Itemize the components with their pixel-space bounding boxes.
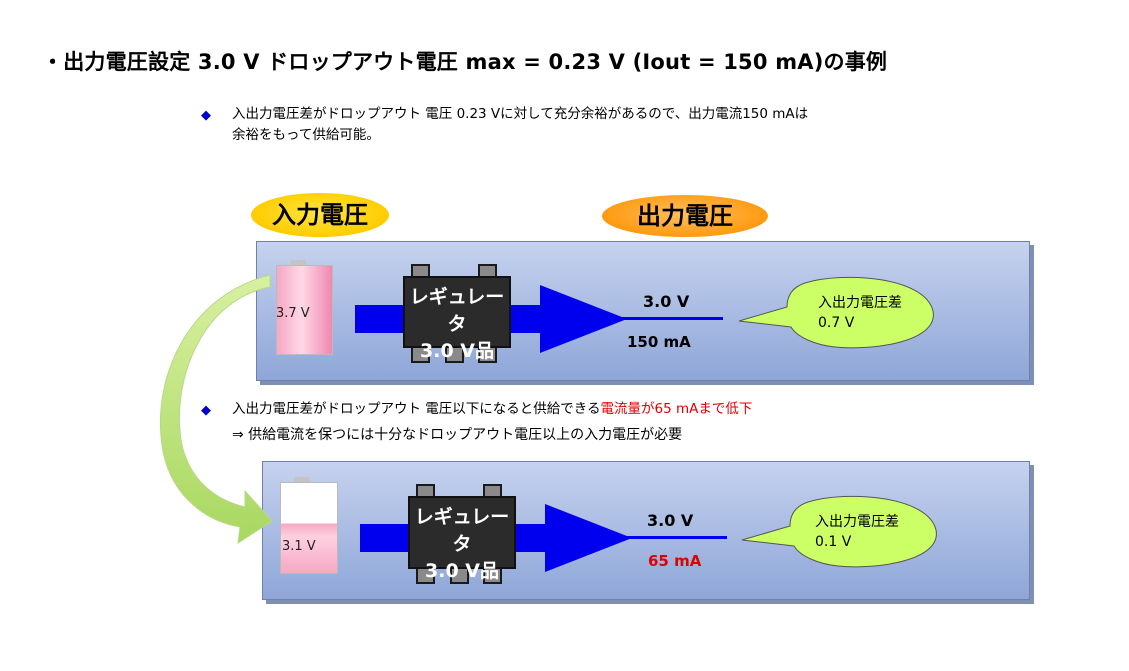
output-voltage-label: 出力電圧	[602, 195, 768, 237]
battery-terminal	[294, 477, 310, 483]
case2-output-current: 65 mA	[648, 552, 702, 570]
callout-label: 入出力電圧差	[818, 295, 902, 311]
case1-regulator-chip: レギュレータ 3.0 V品	[403, 276, 511, 362]
bullet-icon: ◆	[201, 403, 211, 418]
input-voltage-label: 入力電圧	[251, 193, 389, 237]
case1-output-line	[620, 317, 723, 320]
case1-callout	[738, 276, 934, 349]
note-2: 入出力電圧差がドロップアウト 電圧以下になると供給できる電流量が65 mAまで低…	[232, 399, 752, 420]
case2-output-voltage: 3.0 V	[647, 511, 694, 530]
case2-callout	[741, 495, 937, 568]
note-2-sub: ⇒ 供給電流を保つには十分なドロップアウト電圧以上の入力電圧が必要	[232, 427, 683, 443]
curved-arrow-icon	[160, 275, 273, 545]
case1-battery-voltage: 3.7 V	[276, 306, 310, 321]
case2-regulator-chip: レギュレータ 3.0 V品	[408, 496, 516, 582]
case2-battery	[280, 482, 338, 574]
note-1-line1: 入出力電圧差がドロップアウト 電圧 0.23 Vに対して充分余裕があるので、出力…	[232, 106, 809, 122]
chip-name: レギュレータ	[409, 286, 505, 335]
chip-name: レギュレータ	[414, 506, 510, 555]
case2-callout-text: 入出力電圧差 0.1 V	[815, 512, 899, 552]
chip-rating: 3.0 V品	[425, 560, 499, 582]
note-2-highlight: 電流量が65 mAまで低下	[600, 401, 753, 417]
case1-battery	[276, 265, 333, 355]
callout-label: 入出力電圧差	[815, 514, 899, 530]
note-1-line2: 余裕をもって供給可能。	[232, 127, 380, 143]
case1-output-voltage: 3.0 V	[643, 292, 690, 311]
case1-callout-text: 入出力電圧差 0.7 V	[818, 293, 902, 333]
page-title: ・出力電圧設定 3.0 V ドロップアウト電圧 max = 0.23 V (Io…	[42, 50, 888, 74]
battery-terminal	[290, 260, 306, 266]
case2-output-line	[625, 536, 727, 539]
note-1: 入出力電圧差がドロップアウト 電圧 0.23 Vに対して充分余裕があるので、出力…	[232, 104, 808, 146]
note-2-text: 入出力電圧差がドロップアウト 電圧以下になると供給できる	[232, 401, 601, 417]
bullet-icon: ◆	[201, 108, 211, 123]
chip-rating: 3.0 V品	[420, 340, 494, 362]
case2-battery-voltage: 3.1 V	[282, 539, 316, 554]
callout-value: 0.1 V	[815, 534, 852, 550]
case1-output-current: 150 mA	[627, 333, 691, 351]
callout-value: 0.7 V	[818, 315, 855, 331]
